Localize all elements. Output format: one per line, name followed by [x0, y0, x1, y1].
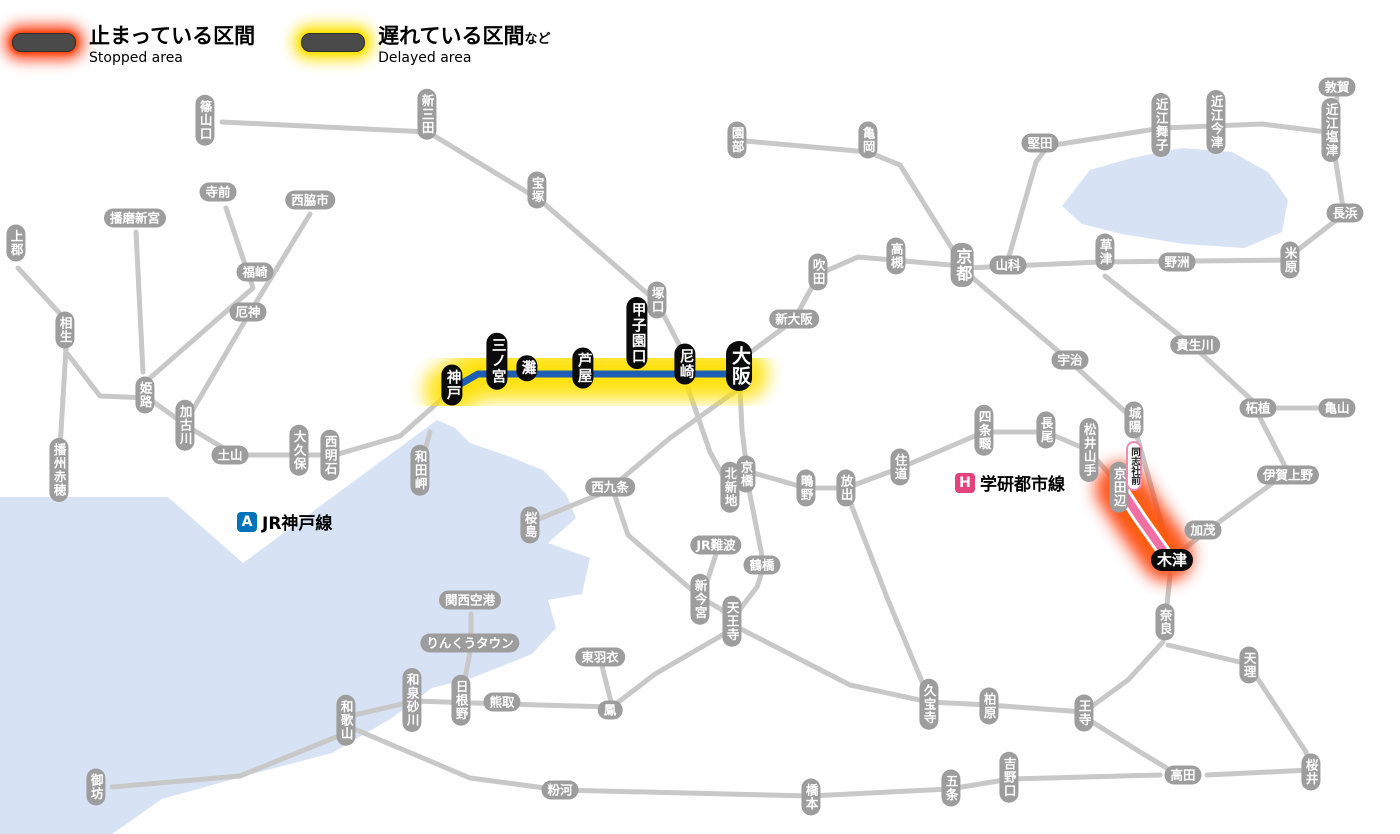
legend-stopped-title: 止まっている区間 — [89, 24, 255, 49]
osaka-bay — [0, 420, 590, 834]
rail-osaka-higashi — [844, 491, 931, 699]
stopped-area-sample-icon — [12, 33, 76, 52]
legend-stopped-sublabel: Stopped area — [89, 50, 183, 67]
rail-biwako — [963, 257, 1293, 271]
rail-hokuriku — [1287, 93, 1347, 259]
legend-stopped-label: 止まっている区間 — [89, 24, 256, 48]
rail-kishin — [133, 229, 146, 375]
legend-delayed-suffix: など — [524, 32, 551, 47]
rail-namba-branch — [700, 548, 720, 597]
rail-hagoromo — [598, 659, 614, 705]
jr-kobe-line-name: JR神戸線 — [262, 514, 333, 534]
legend-delayed-label: 遅れている区間 — [378, 24, 525, 48]
delayed-area-sample-icon — [301, 33, 366, 52]
rail-kusatsu — [1102, 273, 1259, 407]
legend-delayed-title: 遅れている区間など — [378, 24, 550, 49]
rail-sakurai-line — [1165, 642, 1313, 778]
gakkentoshi-line-badge-icon: H — [955, 472, 975, 493]
rail-oji-takada — [1083, 715, 1173, 773]
gakkentoshi-line-name: 学研都市線 — [980, 475, 1065, 495]
legend-delayed-item: 遅れている区間など Delayed area — [301, 24, 551, 66]
rail-kyoto-line — [737, 254, 965, 363]
rail-yamatoji — [734, 624, 1166, 715]
water-layer — [0, 148, 1288, 834]
rail-nara-line — [963, 269, 1169, 543]
rail-sagano — [742, 138, 961, 261]
rail-kisei — [109, 730, 349, 790]
legend-stopped-item: 止まっている区間 Stopped area — [12, 24, 255, 66]
rail-osaka-loop — [609, 385, 767, 620]
rail-sanyo-main — [15, 265, 455, 458]
rail-kansai-iga — [1177, 407, 1291, 555]
legend: 止まっている区間 Stopped area 遅れている区間など Delayed … — [12, 24, 551, 66]
jr-kobe-line-badge-icon: A — [237, 511, 257, 532]
rail-kakogawa — [185, 211, 313, 421]
rail-bantan — [147, 205, 256, 381]
rail-wakayama-line — [349, 725, 1163, 799]
lake-biwa — [1062, 148, 1288, 248]
rail-ako — [57, 345, 69, 451]
legend-delayed-text: 遅れている区間など Delayed area — [378, 24, 550, 66]
legend-delayed-sublabel: Delayed area — [378, 50, 472, 67]
legend-stopped-text: 止まっている区間 Stopped area — [89, 24, 255, 66]
rail-kosei — [1005, 121, 1329, 263]
